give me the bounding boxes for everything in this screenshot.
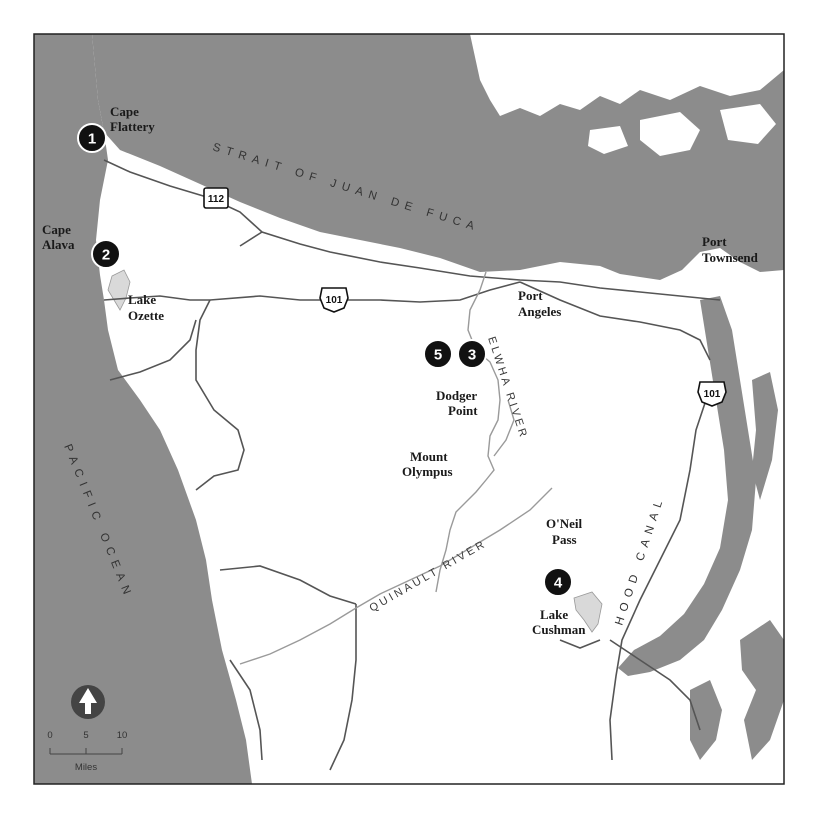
us101-west-shield: 101 [319,287,349,313]
sr112-shield: 112 [203,187,229,209]
svg-text:101: 101 [326,295,343,306]
lake-cushman-label: Lake Cushman [532,607,586,637]
svg-text:4: 4 [554,575,563,592]
dodger-point-label: Dodger Point [436,388,480,418]
mount-olympus-label: Mount Olympus [402,449,453,479]
scale-tick-0: 0 [47,730,52,741]
quinault-river-line [239,487,553,665]
cape-alava-label: Cape Alava [42,222,75,252]
island-c [588,126,628,154]
marker-2[interactable]: 2 [91,239,121,269]
san-juan-islands [470,34,784,116]
svg-text:1: 1 [88,131,96,148]
road-network [103,159,721,771]
marker-3[interactable]: 3 [457,339,487,369]
marker-5[interactable]: 5 [423,339,453,369]
river-network [239,271,553,665]
svg-text:2: 2 [102,247,110,264]
elwha-river-line [435,271,501,593]
scale-unit: Miles [75,762,97,773]
cape-flattery-label: Cape Flattery [110,104,155,134]
port-townsend-label: Port Townsend [702,234,759,265]
scale-bar: 0 5 10 Miles [47,730,127,773]
us101-east-shield: 101 [697,381,727,407]
oneil-pass-label: O'Neil Pass [546,516,585,547]
puget-inlet-b [740,620,784,760]
svg-text:101: 101 [704,389,721,400]
puget-inlet-c [690,680,722,760]
north-arrow-icon [71,685,105,719]
map-frame [33,33,785,785]
lake-cushman-shape [573,591,603,633]
puget-inlet-a [752,372,778,500]
svg-text:5: 5 [434,347,442,364]
lake-ozette-label: Lake Ozette [128,292,164,323]
svg-text:3: 3 [468,347,476,364]
marker-4[interactable]: 4 [543,567,573,597]
scale-tick-5: 5 [83,730,88,741]
port-angeles-label: Port Angeles [518,288,561,319]
pacific-ocean-water [34,34,252,784]
scale-tick-10: 10 [117,730,128,741]
island-b [720,104,776,144]
marker-1[interactable]: 1 [77,123,107,153]
svg-text:112: 112 [208,194,225,205]
island-a [640,112,700,156]
lake-ozette-shape [107,269,131,311]
